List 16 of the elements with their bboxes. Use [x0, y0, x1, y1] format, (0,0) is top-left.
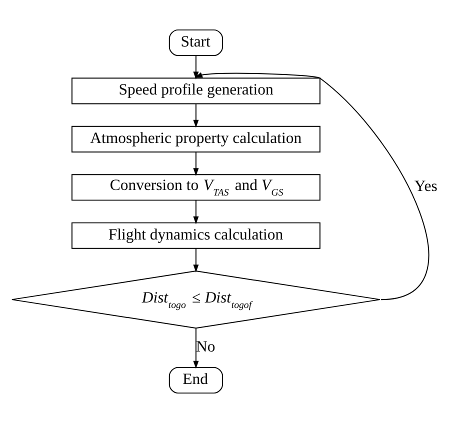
edge-label: No: [196, 338, 216, 356]
node-box: Start: [168, 29, 224, 56]
node-box: Speed profile generation: [71, 78, 320, 104]
node-box: End: [168, 366, 224, 394]
node-diamond: Dist$_{togo}$ ≤ Dist$_{togof}$: [11, 270, 380, 329]
arrow: [194, 72, 430, 300]
arrow: [193, 55, 199, 80]
arrow: [193, 200, 199, 224]
node-box: Flight dynamics calculation: [71, 222, 320, 249]
arrow: [193, 248, 199, 272]
arrow: [193, 328, 199, 369]
arrow: [193, 104, 199, 128]
node-box: Atmospheric property calculation: [71, 126, 320, 152]
node-box: Conversion to V$_{TAS}$ and V$_{GS}$: [71, 174, 320, 201]
edge-label: Yes: [414, 178, 438, 196]
arrow: [193, 152, 199, 176]
